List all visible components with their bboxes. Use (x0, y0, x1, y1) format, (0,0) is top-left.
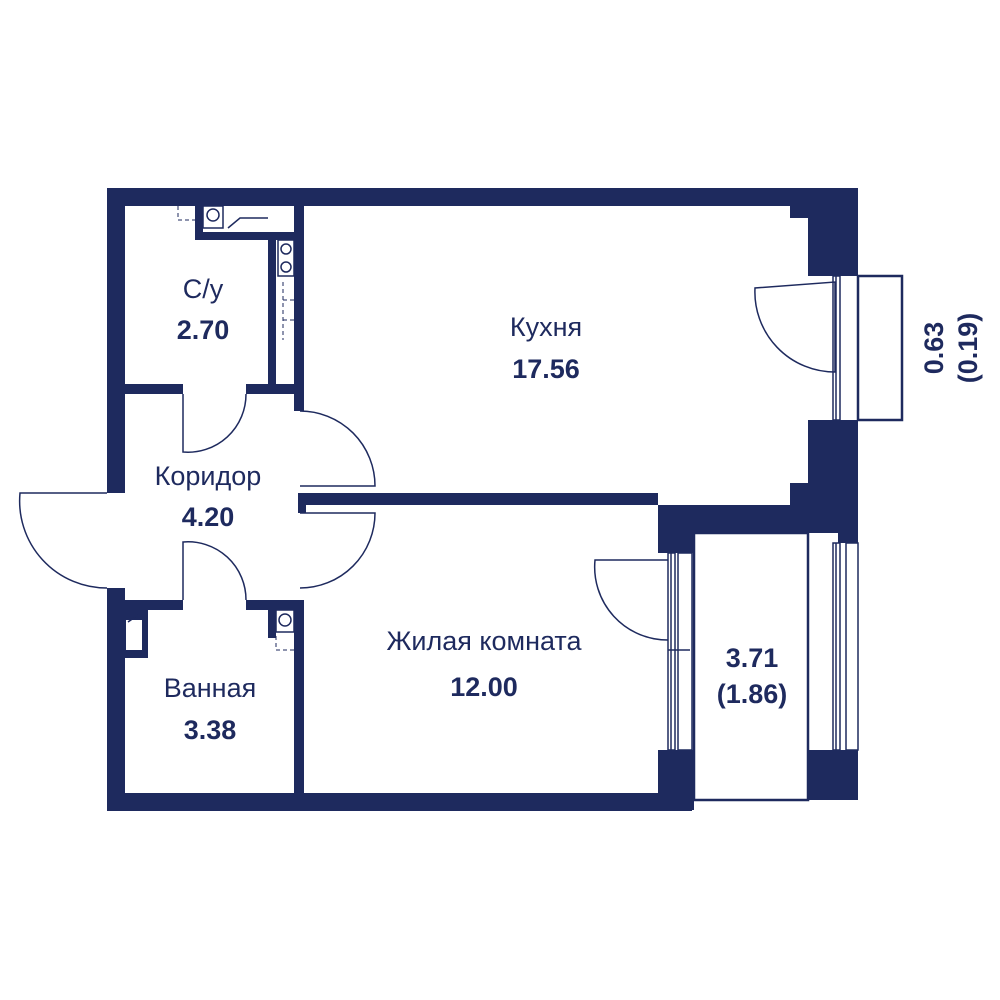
wc-fixtures (177, 205, 295, 340)
wc-label: С/у (183, 274, 224, 304)
corridor-area: 4.20 (182, 502, 235, 532)
windows (667, 275, 859, 751)
doors (18, 281, 836, 641)
balcony-area-reduced: (0.19) (953, 313, 983, 384)
loggia-area-reduced: (1.86) (717, 679, 788, 709)
loggia-area: 3.71 (726, 643, 779, 673)
corridor-label: Коридор (155, 461, 262, 491)
kitchen-label: Кухня (510, 312, 582, 342)
wc-area: 2.70 (177, 315, 230, 345)
outer-walls (107, 188, 858, 811)
bathroom-area: 3.38 (184, 715, 237, 745)
kitchen-area: 17.56 (512, 354, 580, 384)
balcony-outline (856, 274, 904, 422)
loggia-outline (692, 531, 810, 802)
bathroom-label: Ванная (164, 673, 256, 703)
living-area: 12.00 (450, 672, 518, 702)
bathroom-fixtures (127, 609, 295, 651)
living-label: Жилая комната (386, 626, 582, 656)
balcony-area: 0.63 (919, 322, 949, 375)
interior-walls (120, 206, 658, 795)
